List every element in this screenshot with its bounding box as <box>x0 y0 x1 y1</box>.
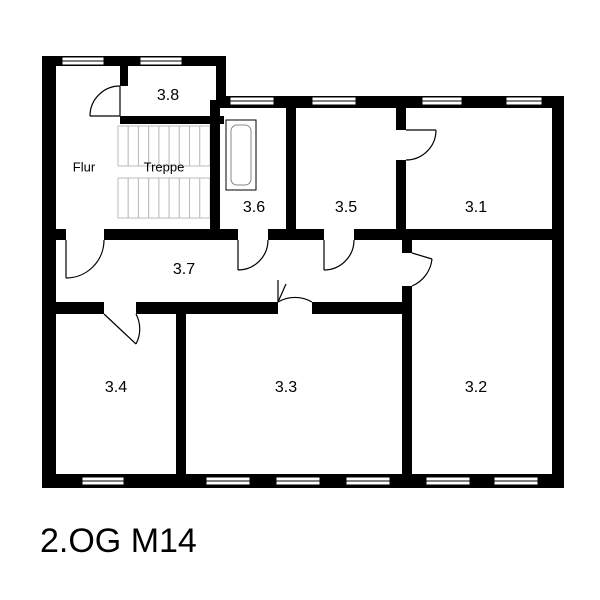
door-3-8 <box>89 85 121 117</box>
interior-wall <box>268 229 324 240</box>
interior-wall <box>56 229 66 240</box>
staircase <box>117 125 211 219</box>
room-label-3-2: 3.2 <box>465 379 487 396</box>
stair-tread <box>189 125 201 167</box>
door-3-4 <box>103 313 141 345</box>
interior-wall <box>402 229 412 253</box>
stair-tread <box>199 125 211 167</box>
room-label-treppe: Treppe <box>144 159 185 174</box>
stair-tread <box>117 125 129 167</box>
interior-wall <box>120 56 128 86</box>
doors <box>65 85 437 345</box>
outer-wall <box>552 96 564 488</box>
stair-tread <box>137 177 150 219</box>
room-label-3-6: 3.6 <box>243 199 265 216</box>
stair-tread <box>168 177 180 219</box>
room-label-3-3: 3.3 <box>275 379 297 396</box>
windows <box>61 56 543 486</box>
room-label-3-4: 3.4 <box>105 379 127 396</box>
outer-wall <box>216 96 564 108</box>
interior-wall <box>354 229 564 240</box>
interior-wall <box>286 100 296 240</box>
room-label-3-1: 3.1 <box>465 199 487 216</box>
walls <box>42 56 564 488</box>
stair-tread <box>178 177 191 219</box>
interior-wall <box>120 116 224 124</box>
interior-wall <box>176 302 186 488</box>
interior-wall <box>104 229 238 240</box>
door-3-6 <box>237 239 269 271</box>
room-labels: 3.8 Flur Treppe 3.6 3.5 3.1 3.7 3.4 3.3 … <box>73 87 487 396</box>
door-3-5 <box>323 239 355 271</box>
interior-wall <box>396 100 406 130</box>
door-flur <box>65 239 105 279</box>
door-3-1 <box>405 129 437 161</box>
stair-tread <box>189 177 201 219</box>
outer-wall <box>216 56 226 100</box>
door-3-2 <box>411 252 433 287</box>
stair-tread <box>158 177 170 219</box>
room-label-flur: Flur <box>73 159 96 174</box>
stair-tread <box>199 177 211 219</box>
interior-wall <box>210 100 220 240</box>
room-label-3-5: 3.5 <box>335 199 357 216</box>
room-label-3-7: 3.7 <box>173 261 195 278</box>
outer-wall <box>42 56 56 488</box>
interior-wall <box>56 302 104 314</box>
room-label-3-8: 3.8 <box>157 87 179 104</box>
stair-tread <box>117 177 129 219</box>
bathtub <box>225 119 257 191</box>
interior-wall <box>312 302 412 314</box>
door-3-3 <box>277 280 313 303</box>
plan-title: 2.OG M14 <box>40 522 197 560</box>
stair-tread <box>148 177 160 219</box>
stair-tread <box>127 125 139 167</box>
interior-wall <box>136 302 278 314</box>
interior-wall <box>396 160 406 240</box>
stair-tread <box>127 177 139 219</box>
interior-wall <box>402 286 412 488</box>
outer-wall <box>42 56 226 66</box>
